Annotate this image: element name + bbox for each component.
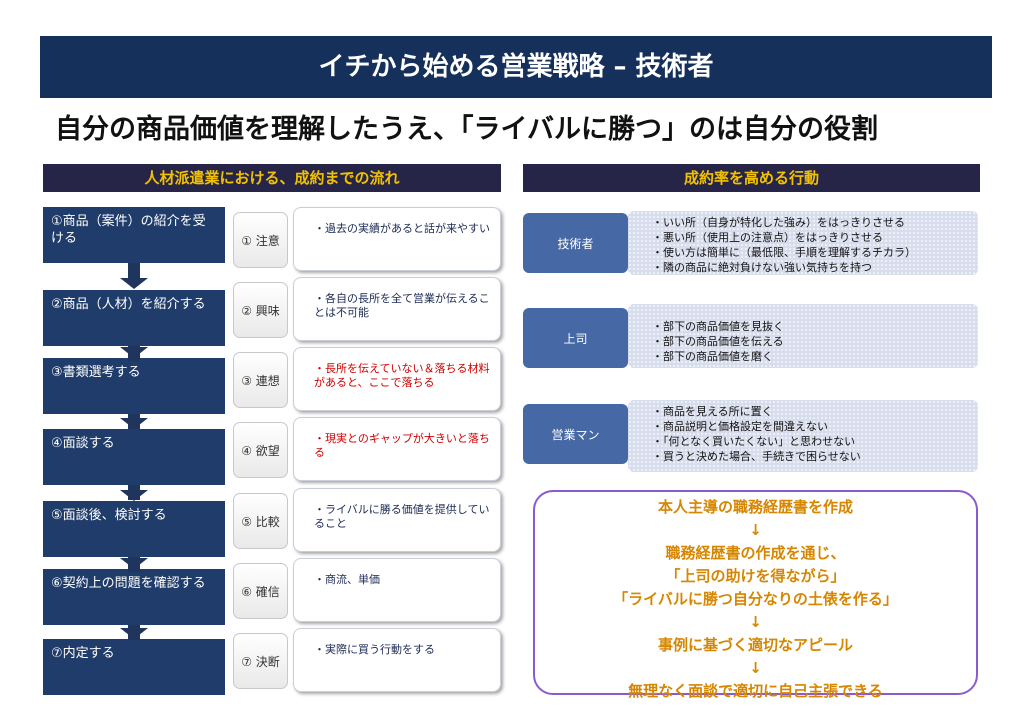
flow-step-7: ⑦内定する xyxy=(43,639,225,695)
action-item: ・商品説明と価格設定を間違えない xyxy=(652,420,828,433)
action-item: ・いい所（自身が特化した強み）をはっきりさせる xyxy=(652,216,905,229)
action-item: ・部下の商品価値を見抜く xyxy=(652,320,784,333)
phase-box-4: ④ 欲望 xyxy=(233,422,288,478)
role-label-sales: 営業マン xyxy=(523,404,628,464)
phase-box-3: ③ 連想 xyxy=(233,352,288,408)
summary-line-6: 無理なく面談で適切に自己主張できる xyxy=(628,682,883,700)
down-arrow-icon xyxy=(120,628,148,639)
summary-box: 本人主導の職務経歴書を作成 ↓ 職務経歴書の作成を通じ、 「上司の助けを得ながら… xyxy=(533,490,978,700)
page-subtitle: 自分の商品価値を理解したうえ、「ライバルに勝つ」のは自分の役割 xyxy=(55,114,878,145)
flow-step-4: ④面談する xyxy=(43,429,225,485)
description-box-2: ・各自の長所を全て営業が伝えることは不可能 xyxy=(293,277,501,341)
flow-step-1: ①商品（案件）の紹介を受ける xyxy=(43,207,225,263)
action-item: ・部下の商品価値を磨く xyxy=(652,350,773,363)
phase-box-7: ⑦ 決断 xyxy=(233,633,288,689)
page-title: イチから始める営業戦略 – 技術者 xyxy=(40,36,992,98)
role-actions-manager: ・部下の商品価値を見抜く ・部下の商品価値を伝える ・部下の商品価値を磨く xyxy=(628,304,978,368)
flow-step-3: ③書類選考する xyxy=(43,358,225,414)
role-actions-sales: ・商品を見える所に置く ・商品説明と価格設定を間違えない ・「何となく買いたくな… xyxy=(628,400,978,472)
role-label-manager: 上司 xyxy=(523,308,628,368)
summary-line-3: 「上司の助けを得ながら」 xyxy=(665,567,846,585)
description-box-1: ・過去の実績があると話が来やすい xyxy=(293,207,501,271)
down-arrow-icon xyxy=(120,278,148,289)
phase-box-1: ① 注意 xyxy=(233,212,288,268)
action-item: ・部下の商品価値を伝える xyxy=(652,335,784,348)
action-item: ・使い方は簡単に（最低限、手順を理解するチカラ） xyxy=(652,246,916,259)
phase-box-5: ⑤ 比較 xyxy=(233,493,288,549)
down-arrow-icon xyxy=(120,347,148,358)
flow-step-2: ②商品（人材）を紹介する xyxy=(43,290,225,346)
description-box-7: ・実際に買う行動をする xyxy=(293,628,501,692)
summary-line-4: 「ライバルに勝つ自分なりの土俵を作る」 xyxy=(613,590,898,608)
action-item: ・買うと決めた場合、手続きで困らせない xyxy=(652,450,861,463)
flow-step-5: ⑤面談後、検討する xyxy=(43,501,225,557)
left-section-header: 人材派遣業における、成約までの流れ xyxy=(43,164,501,192)
summary-line-5: 事例に基づく適切なアピール xyxy=(657,636,853,654)
down-arrow-icon xyxy=(120,558,148,569)
arrow-stem xyxy=(128,263,140,278)
description-box-4: ・現実とのギャップが大きいと落ちる xyxy=(293,417,501,481)
down-arrow-icon: ↓ xyxy=(749,521,762,539)
role-actions-engineer: ・いい所（自身が特化した強み）をはっきりさせる ・悪い所（使用上の注意点）をはっ… xyxy=(628,211,978,275)
down-arrow-icon xyxy=(120,490,148,501)
phase-box-2: ② 興味 xyxy=(233,282,288,338)
action-item: ・商品を見える所に置く xyxy=(652,405,773,418)
flow-step-6: ⑥契約上の問題を確認する xyxy=(43,569,225,625)
down-arrow-icon: ↓ xyxy=(749,613,762,631)
summary-line-1: 本人主導の職務経歴書を作成 xyxy=(657,498,853,516)
down-arrow-icon: ↓ xyxy=(749,659,762,677)
action-item: ・「何となく買いたくない」と思わせない xyxy=(652,435,856,448)
role-label-engineer: 技術者 xyxy=(523,213,628,273)
action-item: ・悪い所（使用上の注意点）をはっきりさせる xyxy=(652,231,883,244)
right-section-header: 成約率を高める行動 xyxy=(523,164,980,192)
action-item: ・隣の商品に絶対負けない強い気持ちを持つ xyxy=(652,261,872,274)
phase-box-6: ⑥ 確信 xyxy=(233,563,288,619)
down-arrow-icon xyxy=(120,418,148,429)
description-box-3: ・長所を伝えていない＆落ちる材料があると、ここで落ちる xyxy=(293,347,501,411)
description-box-6: ・商流、単価 xyxy=(293,558,501,622)
description-box-5: ・ライバルに勝る価値を提供していること xyxy=(293,488,501,552)
summary-line-2: 職務経歴書の作成を通じ、 xyxy=(665,544,846,562)
